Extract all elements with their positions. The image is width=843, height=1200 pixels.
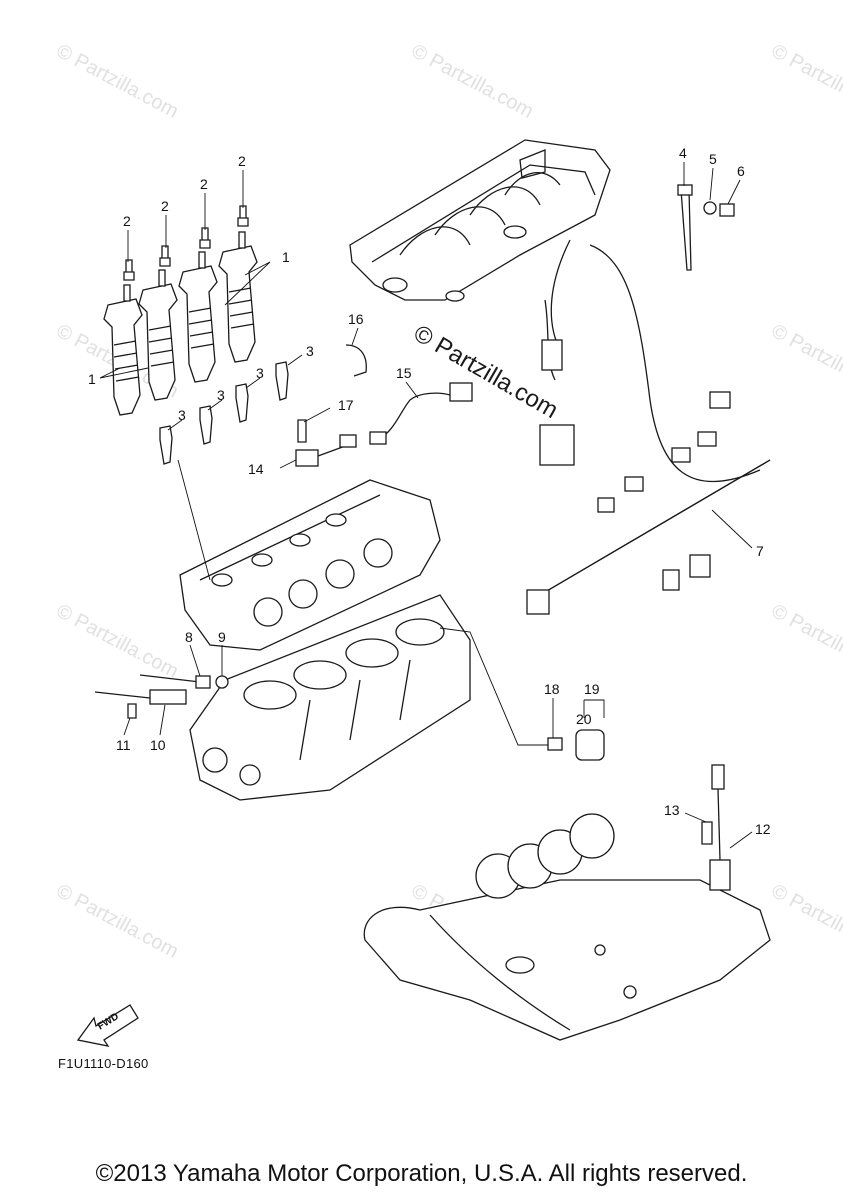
sensor-8 <box>139 674 211 689</box>
intake-manifold <box>349 139 611 302</box>
callout-17: 17 <box>338 397 354 413</box>
diagram-code: F1U1110-D160 <box>58 1056 149 1071</box>
callout-numbers: 1 1 2 2 2 2 3 3 3 3 4 5 6 7 8 9 10 11 12… <box>88 145 771 837</box>
cylinder-head <box>179 479 441 651</box>
washer-9 <box>215 675 229 689</box>
sensor-19-20 <box>575 729 605 761</box>
cap-6 <box>719 203 735 217</box>
watermark-tile: © Partzilla.com <box>768 880 843 963</box>
callout-2: 2 <box>238 153 246 169</box>
exhaust-manifold <box>363 813 771 1041</box>
callout-14: 14 <box>248 461 264 477</box>
callout-3: 3 <box>178 407 186 423</box>
sensor-18 <box>439 627 563 751</box>
nut-5 <box>703 201 717 215</box>
copyright-notice: ©2013 Yamaha Motor Corporation, U.S.A. A… <box>95 1160 748 1187</box>
sensor-14 <box>295 434 357 467</box>
sensor-10 <box>94 689 187 705</box>
callout-2: 2 <box>161 198 169 214</box>
bolt-11 <box>127 703 137 719</box>
watermark-tiles: © Partzilla.com © Partzilla.com © Partzi… <box>53 40 843 963</box>
watermark-tile: © Partzilla.com <box>768 600 843 683</box>
callout-6: 6 <box>737 163 745 179</box>
sensor-harness <box>369 382 473 445</box>
watermark-tile: © Partzilla.com <box>53 600 182 683</box>
watermark-tile: © Partzilla.com <box>53 880 182 963</box>
callout-20: 20 <box>576 711 592 727</box>
strap-4 <box>677 184 693 271</box>
callout-8: 8 <box>185 629 193 645</box>
callout-4: 4 <box>679 145 687 161</box>
fwd-arrow: FWD <box>76 1004 139 1047</box>
callout-18: 18 <box>544 681 560 697</box>
callout-16: 16 <box>348 311 364 327</box>
wiring-harness <box>526 239 771 615</box>
bolt-17 <box>297 419 307 443</box>
callout-2: 2 <box>200 176 208 192</box>
callout-3: 3 <box>217 387 225 403</box>
ignition-coils <box>103 231 258 416</box>
watermark-tile: © Partzilla.com <box>53 40 182 123</box>
bolt-13 <box>701 821 713 845</box>
callout-1: 1 <box>88 371 96 387</box>
callout-10: 10 <box>150 737 166 753</box>
leader-lines <box>99 162 753 849</box>
sensor-12 <box>709 764 731 891</box>
coil-bolts <box>123 205 249 281</box>
callout-7: 7 <box>756 543 764 559</box>
callout-3: 3 <box>256 365 264 381</box>
engine-block <box>189 594 471 801</box>
callout-12: 12 <box>755 821 771 837</box>
sensor-bracket <box>345 344 367 377</box>
callout-2: 2 <box>123 213 131 229</box>
watermark-tile: © Partzilla.com <box>408 40 537 123</box>
callout-3: 3 <box>306 343 314 359</box>
callout-9: 9 <box>218 629 226 645</box>
callout-19: 19 <box>584 681 600 697</box>
spark-plugs <box>159 361 289 465</box>
callout-5: 5 <box>709 151 717 167</box>
watermark-center: © Partzilla.com <box>409 320 563 424</box>
watermark-tile: © Partzilla.com <box>768 320 843 403</box>
callout-11: 11 <box>116 737 131 753</box>
callout-1: 1 <box>282 249 290 265</box>
callout-15: 15 <box>396 365 412 381</box>
callout-13: 13 <box>664 802 680 818</box>
watermark-tile: © Partzilla.com <box>768 40 843 123</box>
